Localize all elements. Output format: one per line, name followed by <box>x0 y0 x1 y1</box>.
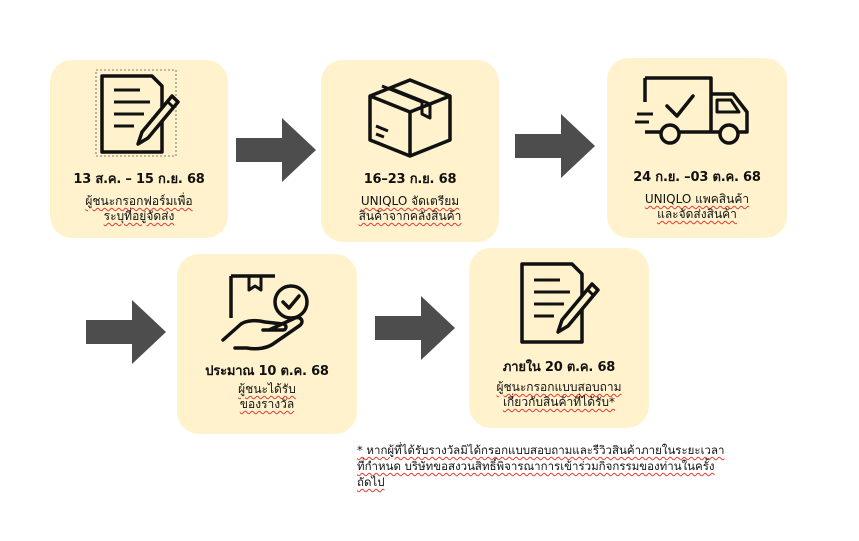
step-card-3: 24 ก.ย. –03 ต.ค. 68 UNIQLO แพคสินค้าและจ… <box>607 58 787 238</box>
step-5-description: ผู้ชนะกรอกแบบสอบถามเกี่ยวกับสินค้าที่ได้… <box>496 380 622 409</box>
step-2-description: UNIQLO จัดเตรียมสินค้าจากคลังสินค้า <box>358 194 462 223</box>
arrow-right-icon <box>236 118 316 182</box>
survey-pencil-icon <box>520 262 600 344</box>
footnote-line-2: ที่กำหนด บริษัทขอสงวนสิทธิ์พิจารณาการเข้… <box>357 459 715 473</box>
step-5-date: ภายใน 20 ต.ค. 68 <box>502 360 616 375</box>
step-1-date: 13 ส.ค. – 15 ก.ย. 68 <box>73 172 205 187</box>
step-4-description: ผู้ชนะได้รับของรางวัล <box>238 382 296 411</box>
form-pencil-icon <box>95 69 180 157</box>
footnote-line-1: * หากผู้ที่ได้รับรางวัลมิได้กรอกแบบสอบถา… <box>357 443 725 457</box>
footnote: * หากผู้ที่ได้รับรางวัลมิได้กรอกแบบสอบถา… <box>357 442 762 490</box>
delivery-truck-icon <box>635 76 749 145</box>
footnote-line-3: ถัดไป <box>357 475 385 489</box>
step-card-4: ประมาณ 10 ต.ค. 68 ผู้ชนะได้รับของรางวัล <box>177 254 357 434</box>
step-card-1: 13 ส.ค. – 15 ก.ย. 68 ผู้ชนะกรอกฟอร์มเพื่… <box>50 60 228 238</box>
arrow-right-icon <box>86 300 166 364</box>
step-3-date: 24 ก.ย. –03 ต.ค. 68 <box>633 170 761 185</box>
step-card-5: ภายใน 20 ต.ค. 68 ผู้ชนะกรอกแบบสอบถามเกี่… <box>469 248 649 428</box>
box-icon <box>368 78 452 158</box>
arrow-right-icon <box>375 296 455 360</box>
step-2-date: 16–23 ก.ย. 68 <box>363 172 457 187</box>
package-received-icon <box>221 274 309 351</box>
step-1-description: ผู้ชนะกรอกฟอร์มเพื่อระบุที่อยู่จัดส่ง <box>85 194 193 223</box>
step-3-description: UNIQLO แพคสินค้าและจัดส่งสินค้า <box>644 192 750 221</box>
step-card-2: 16–23 ก.ย. 68 UNIQLO จัดเตรียมสินค้าจากค… <box>321 60 499 242</box>
arrow-right-icon <box>515 114 595 178</box>
step-4-date: ประมาณ 10 ต.ค. 68 <box>205 364 329 379</box>
